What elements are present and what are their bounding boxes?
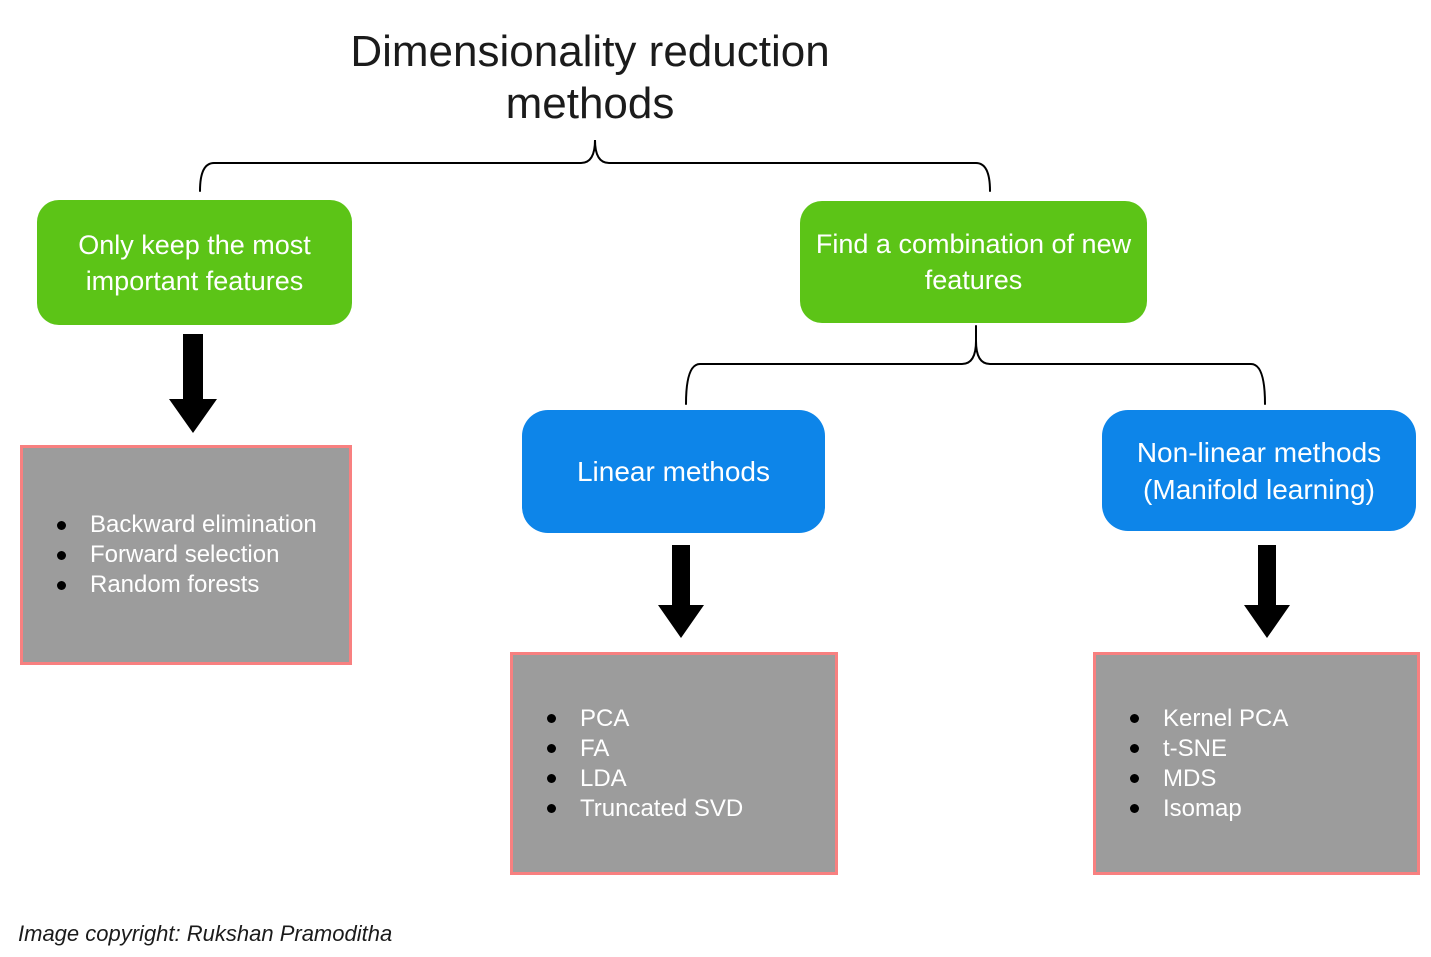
node-keep-important-features: Only keep the most important features [37, 200, 352, 325]
list-item: Isomap [1130, 794, 1411, 824]
list-item: Truncated SVD [547, 794, 829, 824]
list-item-label: t-SNE [1163, 734, 1228, 762]
bullet-dot-icon [547, 804, 556, 813]
list-item: FA [547, 734, 829, 764]
bullet-dot-icon [547, 774, 556, 783]
list-item-label: LDA [580, 764, 627, 792]
list-item: Kernel PCA [1130, 704, 1411, 734]
diagram-title: Dimensionality reduction methods [350, 27, 830, 128]
bullet-dot-icon [57, 580, 66, 590]
linear-methods-list: PCA FA LDA Truncated SVD [513, 655, 835, 872]
panel-linear-methods-list: PCA FA LDA Truncated SVD [510, 652, 838, 875]
list-item: Random forests [57, 570, 343, 600]
node-linear-methods: Linear methods [522, 410, 825, 533]
copyright-caption: Image copyright: Rukshan Pramoditha [18, 921, 393, 946]
bullet-dot-icon [547, 714, 556, 723]
list-item: t-SNE [1130, 734, 1411, 764]
bullet-dot-icon [57, 550, 66, 560]
list-item-label: Truncated SVD [580, 794, 744, 822]
bullet-dot-icon [1130, 804, 1139, 813]
list-item: MDS [1130, 764, 1411, 794]
sub-brace [685, 340, 1266, 405]
list-item-label: PCA [580, 704, 630, 732]
list-item: Forward selection [57, 540, 343, 570]
panel-feature-selection-methods: Backward elimination Forward selection R… [20, 445, 352, 665]
list-item-label: Forward selection [90, 541, 280, 568]
feature-selection-list: Backward elimination Forward selection R… [23, 448, 349, 662]
list-item-label: MDS [1163, 764, 1217, 792]
bullet-dot-icon [1130, 714, 1139, 723]
bullet-dot-icon [1130, 774, 1139, 783]
list-item-label: Backward elimination [90, 511, 317, 538]
node-find-new-features: Find a combination of new features [800, 201, 1147, 323]
list-item: Backward elimination [57, 510, 343, 540]
panel-nonlinear-methods-list: Kernel PCA t-SNE MDS Isomap [1093, 652, 1420, 875]
bullet-dot-icon [1130, 744, 1139, 753]
list-item: LDA [547, 764, 829, 794]
down-arrow-icon-left [169, 334, 217, 433]
top-brace [199, 139, 991, 192]
bullet-dot-icon [547, 744, 556, 753]
list-item-label: Random forests [90, 571, 260, 598]
list-item: PCA [547, 704, 829, 734]
down-arrow-icon-middle [658, 545, 704, 638]
node-nonlinear-methods: Non-linear methods (Manifold learning) [1102, 410, 1416, 531]
list-item-label: Isomap [1163, 794, 1242, 822]
list-item-label: FA [580, 734, 610, 762]
list-item-label: Kernel PCA [1163, 704, 1289, 732]
nonlinear-methods-list: Kernel PCA t-SNE MDS Isomap [1096, 655, 1417, 872]
down-arrow-icon-right [1244, 545, 1290, 638]
bullet-dot-icon [57, 520, 66, 530]
